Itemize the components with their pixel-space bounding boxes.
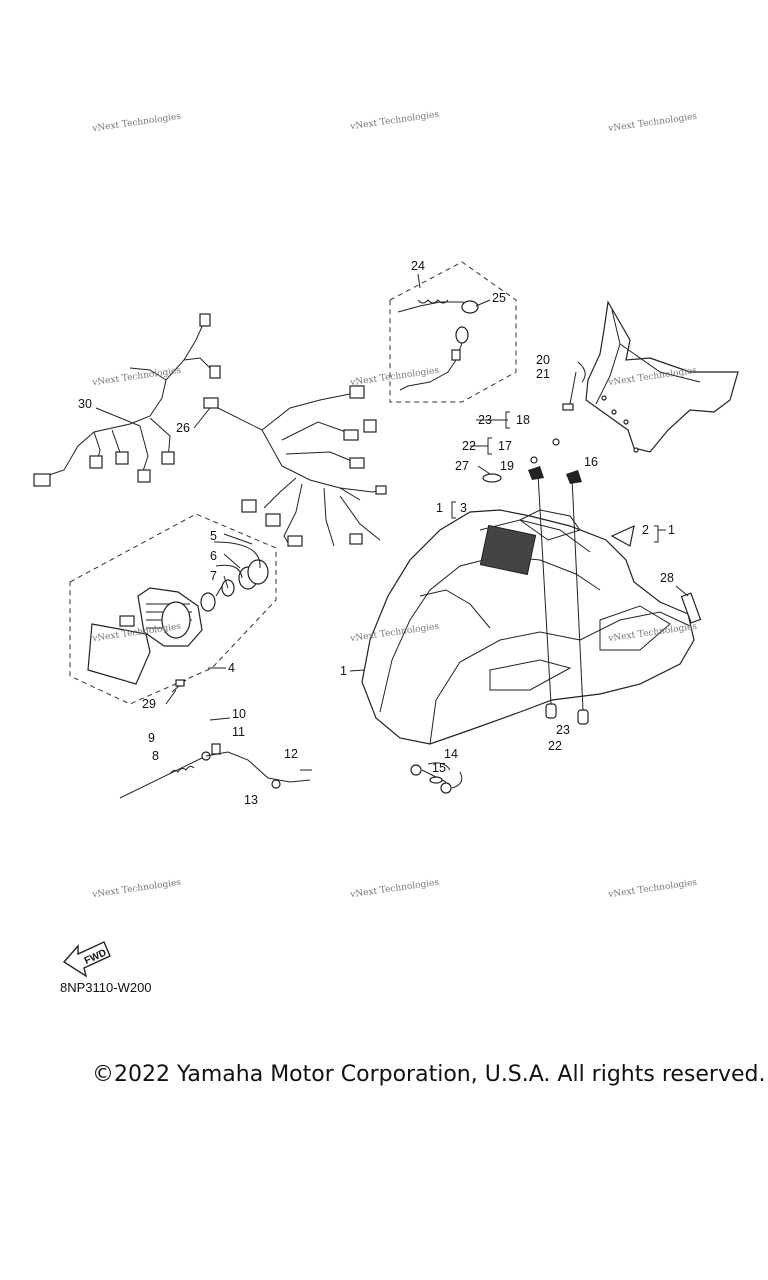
callout-13: 13 [244, 793, 258, 807]
callout-3: 3 [460, 501, 467, 515]
callout-8: 8 [152, 749, 159, 763]
copyright-notice: ©2022 Yamaha Motor Corporation, U.S.A. A… [92, 1062, 766, 1087]
callout-30: 30 [78, 397, 92, 411]
callout-19: 17 [498, 439, 512, 453]
callout-5: 5 [210, 529, 217, 543]
assembly-4-outline [69, 513, 277, 705]
callout-27: 28 [660, 571, 674, 585]
assembly-28-outline [389, 261, 517, 403]
callout-23-top: 23 [478, 413, 492, 427]
part-29-safety-cord [397, 299, 491, 391]
callout-4: 4 [228, 661, 235, 675]
callout-22-bottom: 23 [556, 723, 570, 737]
part-14-15-fasteners [410, 762, 463, 794]
callout-9: 9 [148, 731, 155, 745]
headlight-bulb-parts [200, 541, 269, 612]
callout-16: 20 [536, 353, 550, 367]
callout-1-right: 1 [668, 523, 675, 537]
callout-labels: 24 25 20 21 30 26 23 18 22 17 27 19 16 1… [78, 259, 675, 807]
bracket-marks [451, 411, 659, 543]
part-2-decal [610, 524, 635, 547]
callout-11: 11 [232, 725, 245, 739]
callout-7: 7 [210, 569, 217, 583]
callout-14: 14 [444, 747, 458, 761]
hood-fasteners [482, 438, 589, 725]
callout-1-top: 1 [436, 501, 443, 515]
drawing-code: 8NP3110-W200 [60, 980, 152, 995]
callout-23-bottom: 22 [548, 739, 562, 753]
callout-12: 12 [284, 747, 298, 761]
callout-22-top: 22 [462, 439, 476, 453]
callout-21: 19 [500, 459, 514, 473]
callout-18: 16 [584, 455, 598, 469]
fwd-arrow-icon: FWD [62, 941, 111, 978]
callout-1-left: 1 [340, 664, 347, 678]
part-30-sub-harness [33, 313, 221, 487]
callout-26: 29 [142, 697, 156, 711]
callout-17: 21 [536, 367, 550, 381]
part-headlight [87, 587, 203, 685]
callout-10: 10 [232, 707, 246, 721]
part-26-wire [171, 679, 187, 693]
part-24-wire-harness [203, 385, 387, 547]
callout-29: 25 [492, 291, 506, 305]
callout-6: 6 [210, 549, 217, 563]
callout-2: 2 [642, 523, 649, 537]
callout-20: 18 [516, 413, 530, 427]
part-cable-assembly [119, 717, 312, 799]
part-windshield [585, 300, 739, 453]
leader-lines [95, 407, 666, 705]
callout-24: 26 [176, 421, 190, 435]
part-17-screw [562, 361, 586, 411]
callout-28: 24 [411, 259, 425, 273]
part-27-emblem [675, 585, 702, 624]
callout-15: 15 [432, 761, 446, 775]
callout-25: 27 [455, 459, 469, 473]
